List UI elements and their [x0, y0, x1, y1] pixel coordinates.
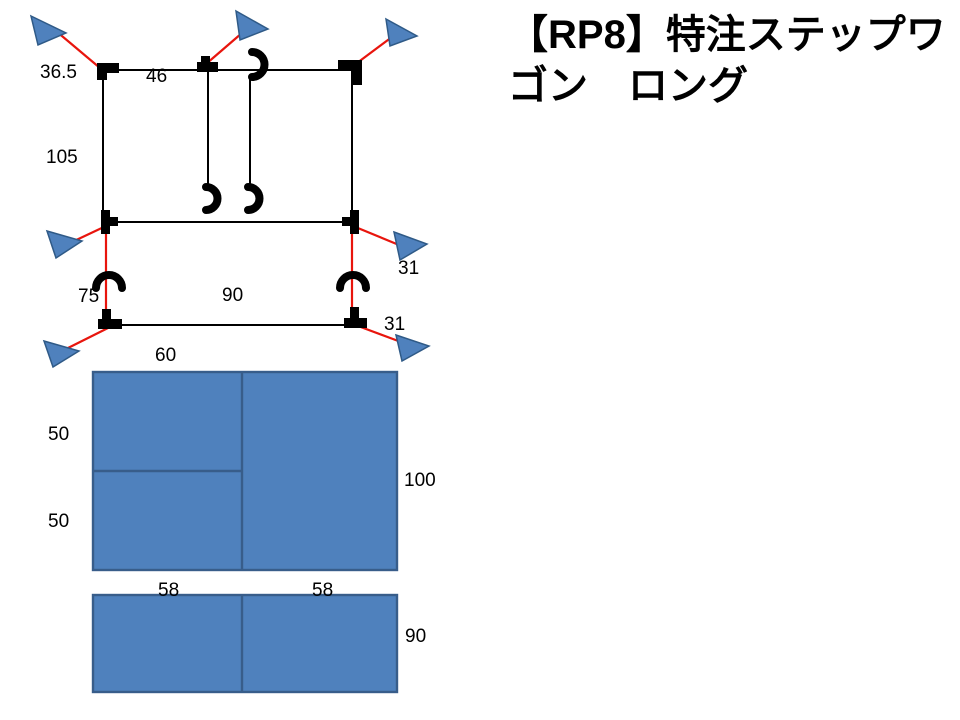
bracket-bottom-right: [344, 307, 367, 328]
bracket-mid-right: [342, 210, 359, 234]
bracket-top-right: [338, 60, 362, 85]
cord-bottom-left: [65, 327, 109, 350]
bracket-top-left: [97, 63, 119, 80]
mat-panel-lower: [91, 593, 399, 694]
cord-top-left: [55, 30, 101, 69]
hook-strap-left: [202, 183, 222, 214]
hook-lower-left: [92, 271, 126, 292]
dim-bottom-width: 60: [155, 345, 176, 366]
hook-strap-right: [244, 183, 264, 214]
strap-arrow-top-left: [29, 14, 68, 47]
bracket-mid-left: [101, 210, 118, 234]
dim-mat-left-width: 58: [158, 580, 179, 601]
dim-mat-bottom-height: 90: [405, 626, 426, 647]
dim-mat-right-height: 100: [404, 470, 436, 491]
strap-arrow-mid-right: [392, 230, 429, 262]
dim-right-upper-offset: 31: [398, 258, 419, 279]
strap-arrow-bottom-right: [394, 333, 431, 363]
dim-lower-width: 90: [222, 285, 243, 306]
cord-mid-right: [352, 224, 400, 247]
dim-lower-left-height: 75: [78, 286, 99, 307]
dim-top-left-width: 36.5: [40, 62, 77, 83]
mat-diagram: 50 50 100 58 58 90: [48, 370, 436, 694]
cord-bottom-right: [357, 324, 402, 344]
slide-title-line2: ゴン ロング: [508, 64, 748, 109]
dim-right-lower-offset: 31: [384, 314, 405, 335]
hook-top-middle: [248, 48, 269, 81]
dim-mat-upper-left-height: 50: [48, 424, 69, 445]
slide-title: 【RP8】特注ステップワ ゴン ロング: [508, 10, 953, 112]
strap-arrow-top-middle: [235, 9, 270, 42]
strap-arrow-bottom-left: [42, 339, 81, 369]
dim-mat-right-width: 58: [312, 580, 333, 601]
strap-arrow-mid-left: [45, 229, 84, 260]
frame-diagram: 36.5 46 105 31 75 90 31 60: [29, 9, 431, 369]
dim-mat-lower-left-height: 50: [48, 511, 69, 532]
dim-top-center-gap: 46: [146, 66, 167, 87]
dim-side-height: 105: [46, 147, 78, 168]
bracket-top-middle: [197, 56, 218, 72]
bracket-bottom-left: [98, 309, 122, 329]
slide-title-line1: 【RP8】特注ステップワ: [508, 13, 946, 57]
cord-top-middle: [205, 32, 243, 65]
strap-arrow-top-right: [385, 17, 419, 48]
hook-lower-right: [336, 271, 370, 292]
